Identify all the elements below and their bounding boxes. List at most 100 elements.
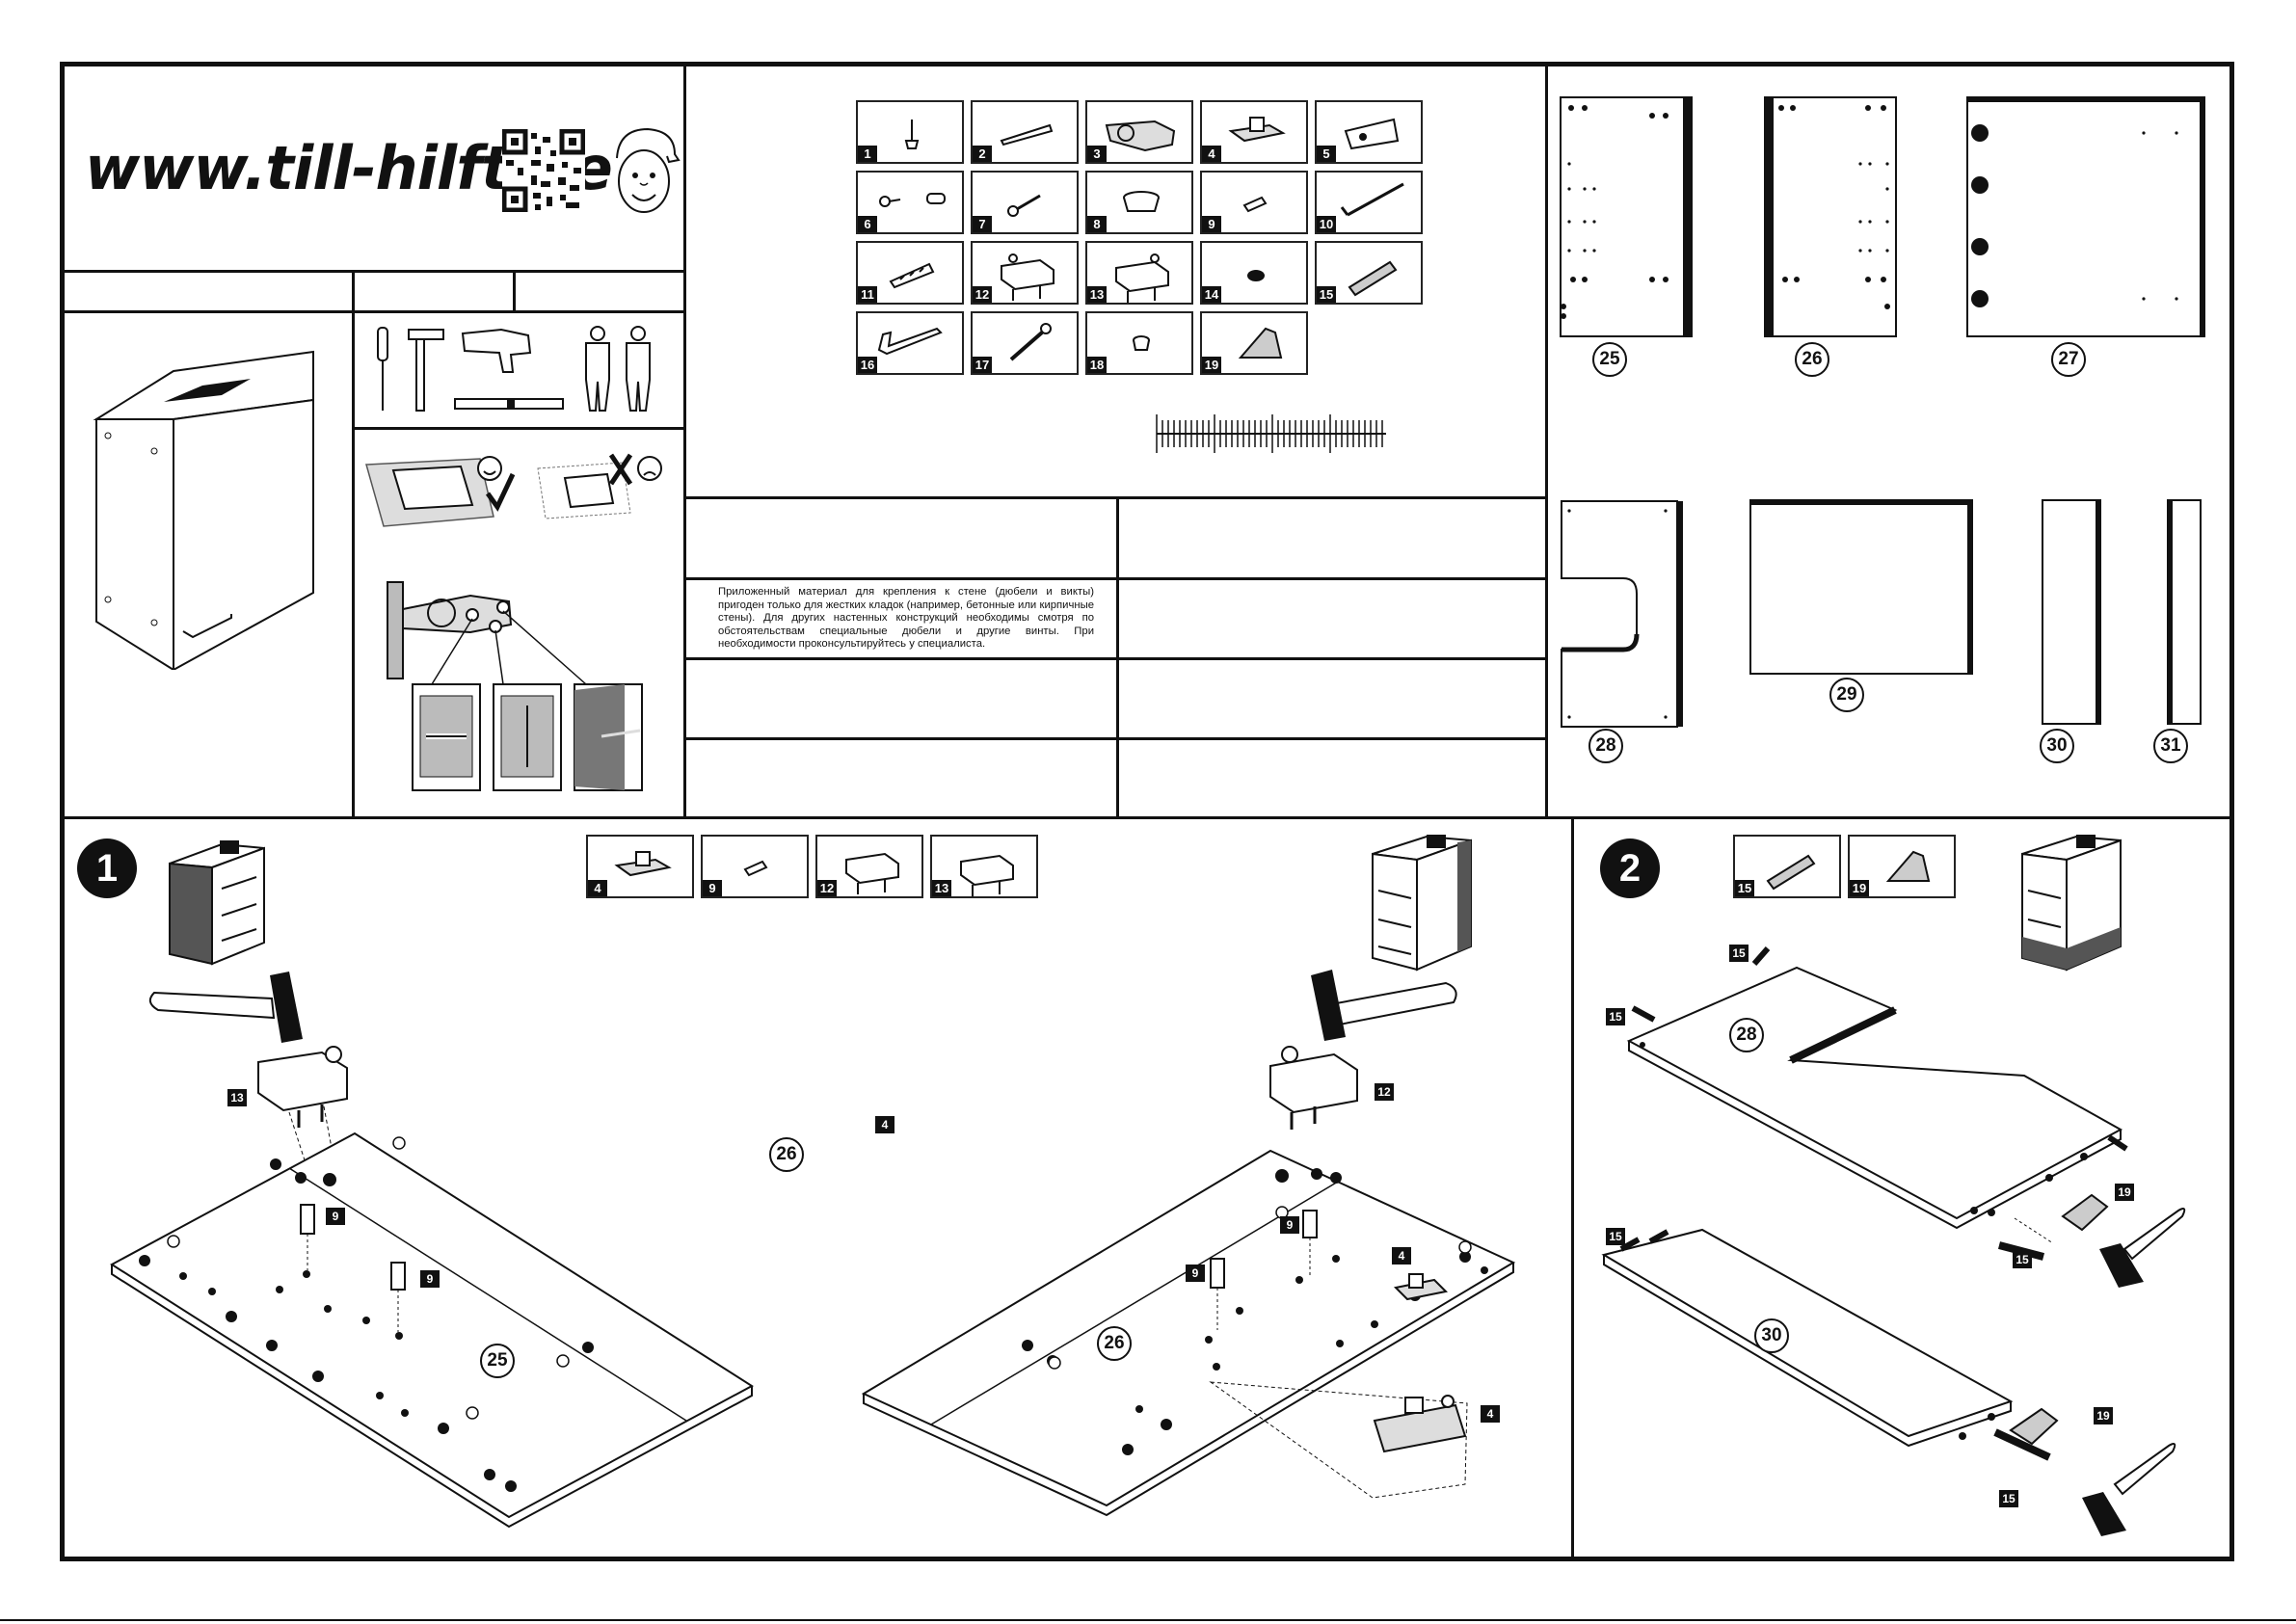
part-tile: 9 [1200,171,1308,234]
step1-assembly-drawing [110,970,1516,1529]
part-tag: 15 [2013,1251,2032,1268]
divider [683,737,1546,740]
part-tile: 12 [815,835,923,898]
part-tile: 7 [971,171,1079,234]
part-tag: 15 [1729,945,1749,962]
panel-29-drawing [1749,499,1973,675]
part-tile: 13 [930,835,1038,898]
part-tag: 4 [1481,1405,1500,1423]
part-tag: 4 [1392,1247,1411,1265]
panel-25-holes [1561,105,1669,319]
mascot-face-icon [616,127,681,213]
tools-icon [377,326,651,412]
leveling-foot-icon [904,120,920,149]
part-tile: 15 [1733,835,1841,898]
qr-code-icon [502,129,585,212]
part-tag: 19 [2115,1184,2134,1201]
panel-25-drawing [1560,96,1693,337]
handle-icon [877,327,943,356]
cabinet-progress-icon [169,840,265,966]
part-tile: 19 [1200,311,1308,375]
divider [1545,62,1548,819]
wall-mount-notice: Приложенный материал для крепления к сте… [718,586,1094,651]
part-tile: 14 [1200,241,1308,305]
panel-label: 30 [1754,1318,1789,1353]
hinge-plate-icon [614,851,672,877]
part-tag: 9 [1280,1216,1299,1234]
part-tile: 9 [701,835,809,898]
panel-label: 26 [1795,342,1829,377]
wall-hanger-icon [1344,118,1400,150]
panel-label: 28 [1729,1018,1764,1052]
panel-26-holes [1778,105,1890,309]
knob-icon [1123,191,1160,212]
part-tag: 9 [326,1208,345,1225]
divider [352,270,355,819]
part-tile: 6 [856,171,964,234]
part-tag: 12 [1375,1083,1394,1101]
cabinet-overview [93,350,314,670]
bumper-pad-icon [1247,270,1265,281]
part-tile: 18 [1085,311,1193,375]
mounting-bracket-left-icon [845,852,899,894]
connector-bolt-icon [1242,196,1268,213]
cap-icon [1133,335,1150,351]
panel-label: 31 [2153,729,2188,763]
part-tile: 11 [856,241,964,305]
part-tile: 4 [1200,100,1308,164]
panel-label: 27 [2051,342,2086,377]
part-tag: 15 [1606,1008,1625,1025]
part-tile: 12 [971,241,1079,305]
part-tile: 3 [1085,100,1193,164]
part-tile: 19 [1848,835,1956,898]
panel-31-drawing [2167,499,2202,725]
divider [1571,817,1574,1559]
glue-icon [1885,850,1931,882]
cabinet-progress-icon [1372,835,1472,972]
measure-ruler [1156,414,1386,453]
panel-30-drawing [2042,499,2101,725]
hook-screw-icon [1340,182,1404,217]
hinge-adjust-diagram [387,581,643,791]
part-tag: 13 [227,1089,247,1106]
divider [60,816,2234,819]
cabinet-progress-icon [2021,835,2122,972]
panel-label: 26 [769,1137,804,1172]
panel-26-drawing [1764,96,1897,337]
part-tag: 4 [875,1116,894,1133]
hinge-plate-icon [1228,117,1286,143]
divider [352,427,684,430]
cam-bolt-icon [879,193,946,207]
part-tile: 15 [1315,241,1423,305]
divider [683,657,1546,660]
step-number: 2 [1600,839,1660,898]
part-tag: 15 [1999,1490,2018,1507]
part-tag: 9 [420,1270,440,1288]
glue-icon [1238,327,1283,359]
part-tile: 16 [856,311,964,375]
panel-28-drawing [1561,500,1683,728]
part-tile: 2 [971,100,1079,164]
panel-label: 25 [480,1344,515,1378]
divider [683,496,1546,499]
wooden-dowel-icon [1348,260,1398,297]
part-tile: 8 [1085,171,1193,234]
step2-assembly-drawing [1601,946,2186,1536]
screw-icon [1000,123,1054,146]
part-tile: 1 [856,100,964,164]
work-surface-icon [365,453,662,527]
hinge-icon [1105,120,1176,152]
wooden-dowel-icon [1766,854,1816,891]
mounting-bracket-right-icon [960,854,1014,896]
wall-plug-icon [889,262,935,289]
panel-label: 25 [1592,342,1627,377]
panel-label: 30 [2040,729,2074,763]
part-tile: 10 [1315,171,1423,234]
footer-line [0,1619,2296,1621]
connector-bolt-icon [743,860,768,877]
page-frame [60,62,2234,1561]
part-tile: 5 [1315,100,1423,164]
long-screw-icon [1009,323,1052,361]
panel-label: 26 [1097,1326,1132,1361]
part-tag: 9 [1186,1265,1205,1282]
